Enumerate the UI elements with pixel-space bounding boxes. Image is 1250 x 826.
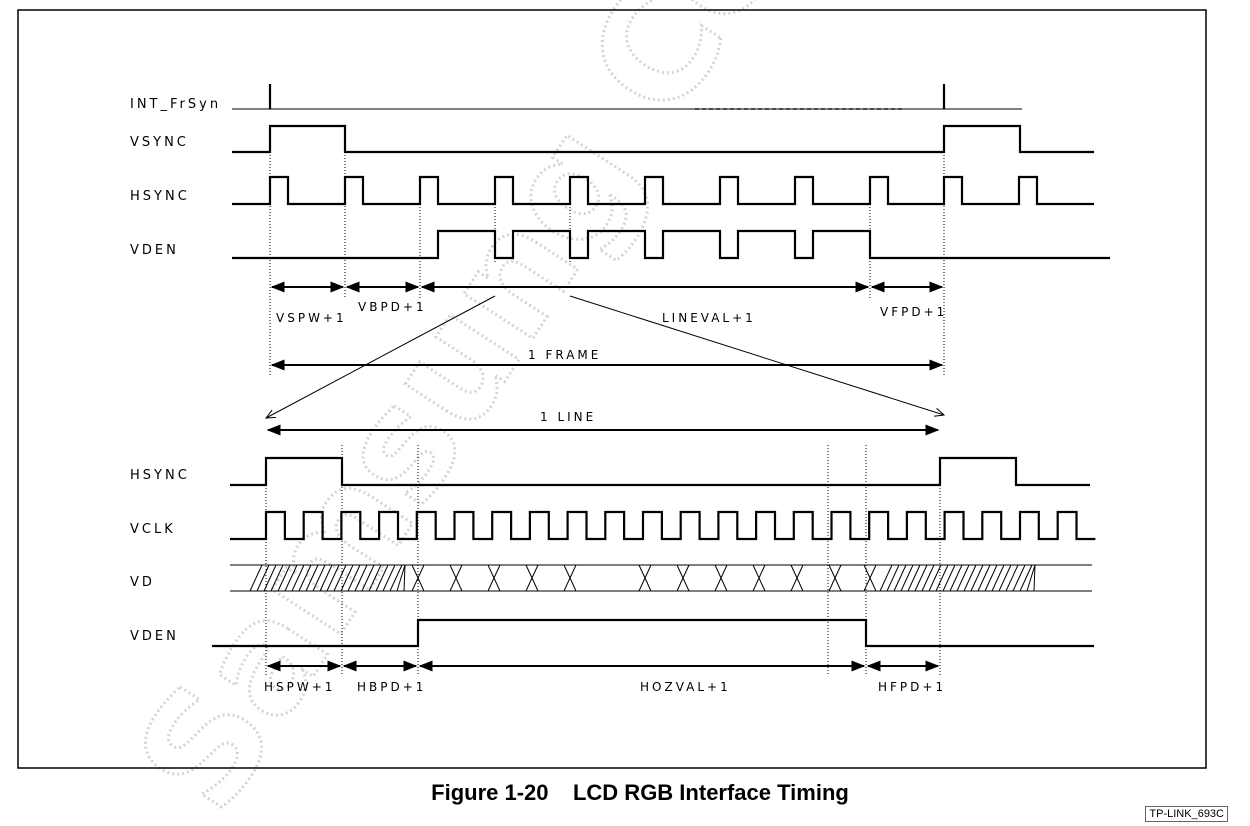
corner-tag: TP-LINK_693C (1145, 806, 1228, 822)
vd-hatch-left (249, 564, 406, 592)
figure-number: Figure 1-20 (431, 780, 549, 805)
label-lineval: LINEVAL+1 (662, 311, 756, 325)
hsync-bottom-waveform (230, 456, 1090, 487)
label-hbpd: HBPD+1 (357, 680, 426, 694)
zoom-lines (266, 295, 944, 418)
top-interval-arrows (270, 281, 944, 371)
label-vfpd: VFPD+1 (880, 305, 947, 319)
label-vspw: VSPW+1 (276, 311, 347, 325)
label-vbpd: VBPD+1 (358, 300, 427, 314)
signal-label-vden-bottom: VDEN (130, 629, 179, 644)
top-signal-labels: INT_FrSyn VSYNC HSYNC VDEN (130, 97, 221, 258)
signal-label-hsync-top: HSYNC (130, 189, 190, 204)
vd-hatch-right (879, 564, 1036, 592)
label-hfpd: HFPD+1 (878, 680, 946, 694)
label-1-line: 1 LINE (540, 410, 596, 424)
vden-top-waveform (232, 229, 1110, 260)
label-hspw: HSPW+1 (264, 680, 335, 694)
vd-bus (230, 564, 1092, 592)
signal-label-hsync-bottom: HSYNC (130, 468, 190, 483)
signal-label-vclk: VCLK (130, 522, 176, 537)
bottom-signal-labels: HSYNC VCLK VD VDEN (130, 468, 190, 644)
label-hozval: HOZVAL+1 (640, 680, 731, 694)
vd-crossings (411, 564, 877, 592)
vsync-waveform (232, 124, 1094, 154)
figure-frame (17, 9, 1207, 769)
top-interval-labels: VSPW+1 VBPD+1 LINEVAL+1 VFPD+1 1 FRAME (276, 300, 947, 362)
signal-label-int-frsyn: INT_FrSyn (130, 97, 221, 112)
signal-label-vden-top: VDEN (130, 243, 179, 258)
top-dotted-guides (269, 152, 945, 375)
bottom-dotted-guides (265, 445, 941, 675)
vclk-waveform (230, 510, 1096, 541)
figure-title: LCD RGB Interface Timing (572, 780, 849, 805)
signal-label-vd: VD (130, 575, 155, 590)
vden-bottom-waveform (212, 618, 1094, 648)
hsync-top-waveform (232, 175, 1094, 206)
label-frame: 1 FRAME (528, 348, 601, 362)
bottom-interval-labels: HSPW+1 HBPD+1 HOZVAL+1 HFPD+1 (264, 680, 946, 694)
signal-label-vsync: VSYNC (130, 135, 189, 150)
int-frsyn-waveform (232, 84, 1022, 110)
figure-caption: Figure 1-20 LCD RGB Interface Timing (0, 780, 1250, 806)
